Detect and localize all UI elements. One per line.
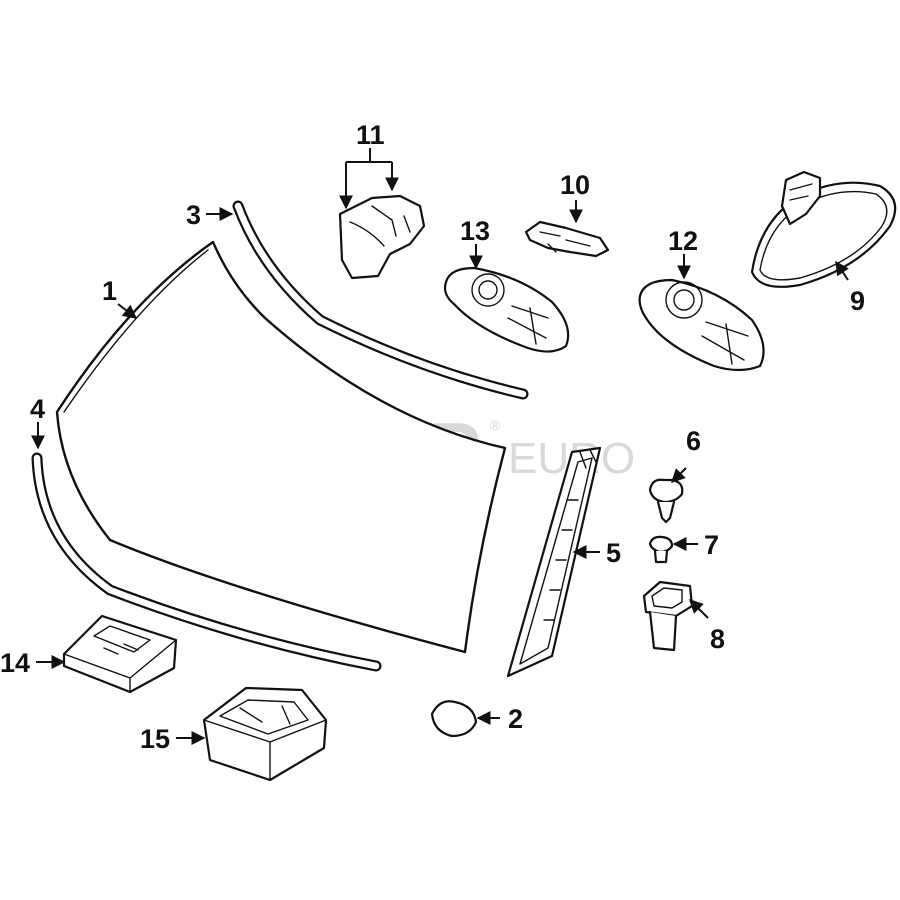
side-molding-strip <box>31 452 382 672</box>
callout-11: 11 <box>356 120 385 150</box>
callout-4: 4 <box>30 394 45 424</box>
callout-5: 5 <box>606 538 621 568</box>
leader-lines <box>31 148 849 745</box>
retainer-fastener <box>648 535 674 564</box>
overhead-lamp-left <box>443 266 570 353</box>
pillar-trim <box>506 446 602 678</box>
callout-6: 6 <box>686 426 701 456</box>
callout-12: 12 <box>668 226 698 256</box>
callout-1: 1 <box>102 276 117 306</box>
clip-fastener <box>648 478 684 524</box>
callout-8: 8 <box>710 624 725 654</box>
control-module <box>62 614 178 694</box>
callout-7: 7 <box>704 530 719 560</box>
windshield-glass <box>55 240 507 654</box>
callout-labels: 1 2 3 4 5 6 7 8 9 10 11 12 13 14 15 <box>0 120 865 754</box>
callout-13: 13 <box>460 216 490 246</box>
module-housing <box>202 686 328 782</box>
callout-9: 9 <box>850 286 865 316</box>
callout-10: 10 <box>560 170 590 200</box>
overhead-lamp-right <box>638 278 765 372</box>
square-clip <box>642 580 694 652</box>
callout-2: 2 <box>508 704 523 734</box>
upper-molding-strip <box>232 200 529 400</box>
callout-15: 15 <box>140 724 170 754</box>
callout-14: 14 <box>0 648 30 678</box>
callout-3: 3 <box>186 200 201 230</box>
round-pad <box>430 700 478 738</box>
mounting-bracket <box>524 220 610 258</box>
bracket-cover <box>338 194 426 280</box>
rearview-mirror <box>750 170 897 288</box>
watermark-registered: ® <box>490 417 501 433</box>
